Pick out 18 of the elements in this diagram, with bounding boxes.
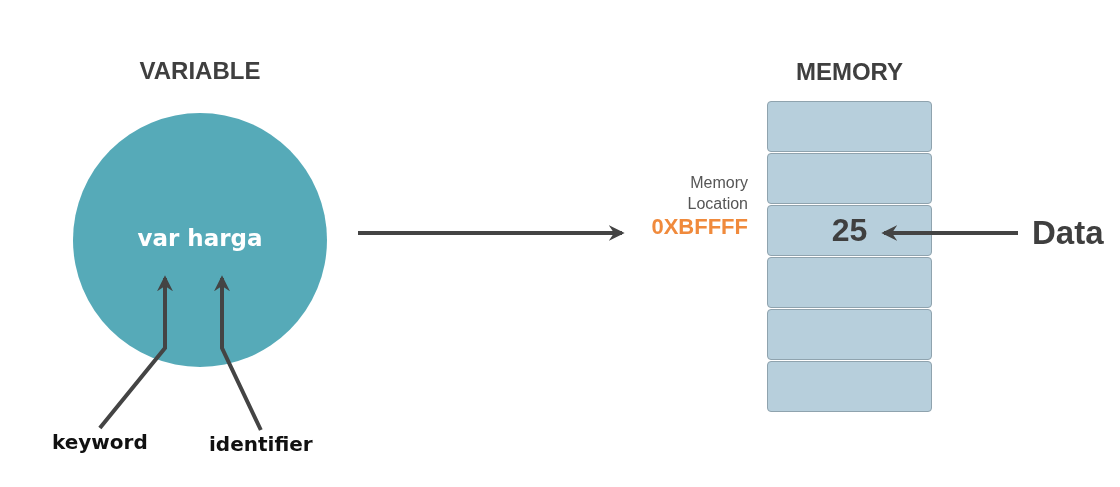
- memory-cell: 25: [767, 205, 932, 256]
- memory-cell: [767, 309, 932, 360]
- memory-location-caption: Memory Location: [686, 173, 748, 214]
- keyword-label: keyword: [52, 430, 148, 454]
- identifier-label: identifier: [209, 432, 313, 456]
- memory-cell: [767, 257, 932, 308]
- memory-cell: [767, 361, 932, 412]
- heading: MEMORY: [794, 58, 905, 86]
- data-label: Data: [1032, 214, 1104, 252]
- memory-cell: [767, 153, 932, 204]
- variable-declaration: var harga: [136, 225, 264, 251]
- arrow: [881, 225, 1018, 241]
- arrow: [98, 275, 173, 430]
- arrow: [214, 275, 263, 431]
- heading: VARIABLE: [138, 57, 262, 85]
- memory-address: 0XBFFFF: [650, 214, 748, 240]
- arrow: [358, 225, 625, 241]
- memory-cell: [767, 101, 932, 152]
